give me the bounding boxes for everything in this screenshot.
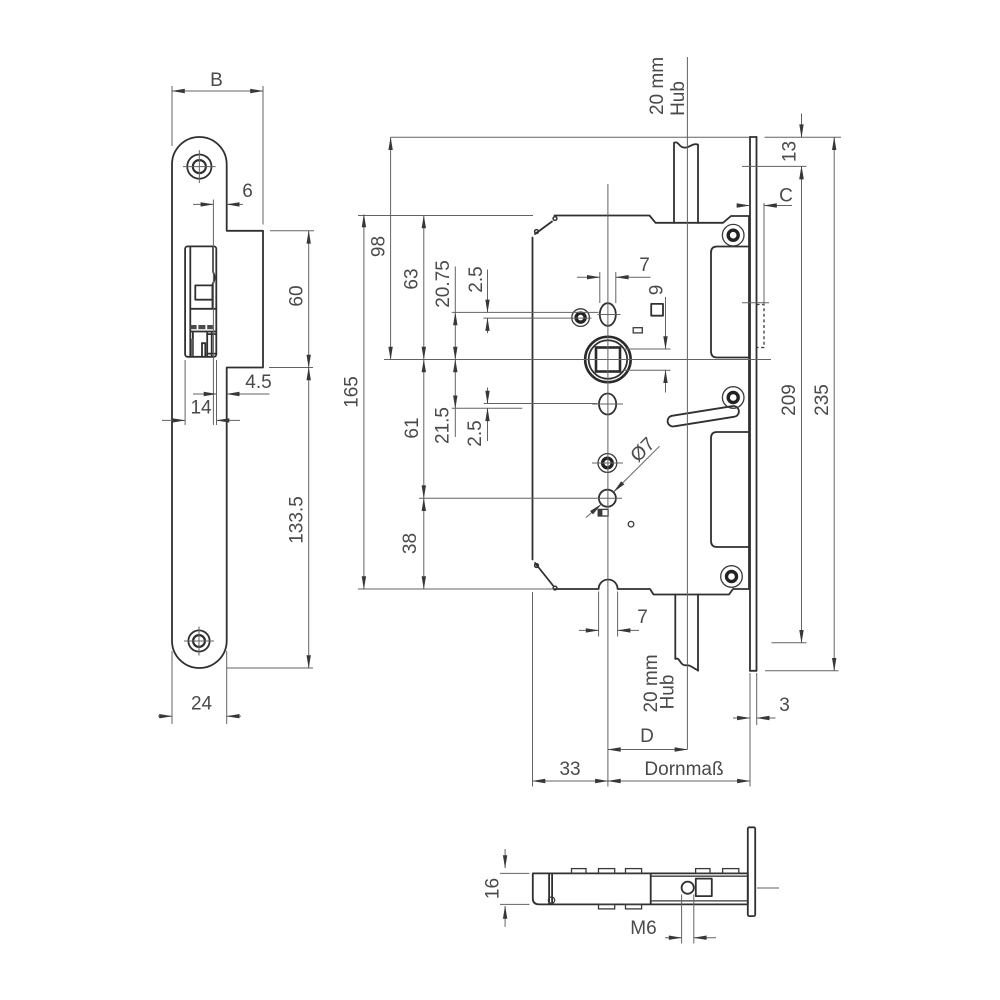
svg-text:20 mm: 20 mm xyxy=(641,654,662,712)
svg-text:Dornmaß: Dornmaß xyxy=(644,759,723,780)
svg-text:133.5: 133.5 xyxy=(287,496,308,544)
svg-text:13: 13 xyxy=(780,141,801,162)
svg-text:3: 3 xyxy=(779,695,790,716)
svg-text:98: 98 xyxy=(368,236,389,257)
svg-text:38: 38 xyxy=(400,533,421,554)
svg-text:33: 33 xyxy=(559,759,580,780)
svg-text:209: 209 xyxy=(779,384,800,416)
svg-text:24: 24 xyxy=(191,694,213,715)
svg-text:2.5: 2.5 xyxy=(466,266,487,292)
svg-text:63: 63 xyxy=(401,268,422,289)
svg-text:235: 235 xyxy=(812,384,833,416)
svg-text:7: 7 xyxy=(639,255,650,276)
svg-text:61: 61 xyxy=(402,417,423,438)
svg-text:D: D xyxy=(640,726,654,747)
svg-text:14: 14 xyxy=(190,398,212,419)
svg-text:16: 16 xyxy=(483,878,504,899)
svg-text:21.5: 21.5 xyxy=(432,407,453,444)
svg-text:60: 60 xyxy=(287,285,308,306)
svg-text:7: 7 xyxy=(637,607,648,628)
svg-text:165: 165 xyxy=(342,376,363,408)
svg-text:2.5: 2.5 xyxy=(465,420,486,446)
svg-text:C: C xyxy=(779,186,793,207)
svg-text:20.75: 20.75 xyxy=(433,260,454,308)
svg-text:B: B xyxy=(210,70,223,91)
svg-text:Hub: Hub xyxy=(658,675,679,710)
svg-text:Hub: Hub xyxy=(668,81,689,116)
svg-text:20 mm: 20 mm xyxy=(647,57,668,115)
svg-text:6: 6 xyxy=(242,181,253,202)
svg-text:4.5: 4.5 xyxy=(245,372,271,393)
svg-text:9: 9 xyxy=(647,285,668,296)
svg-text:M6: M6 xyxy=(630,918,656,939)
